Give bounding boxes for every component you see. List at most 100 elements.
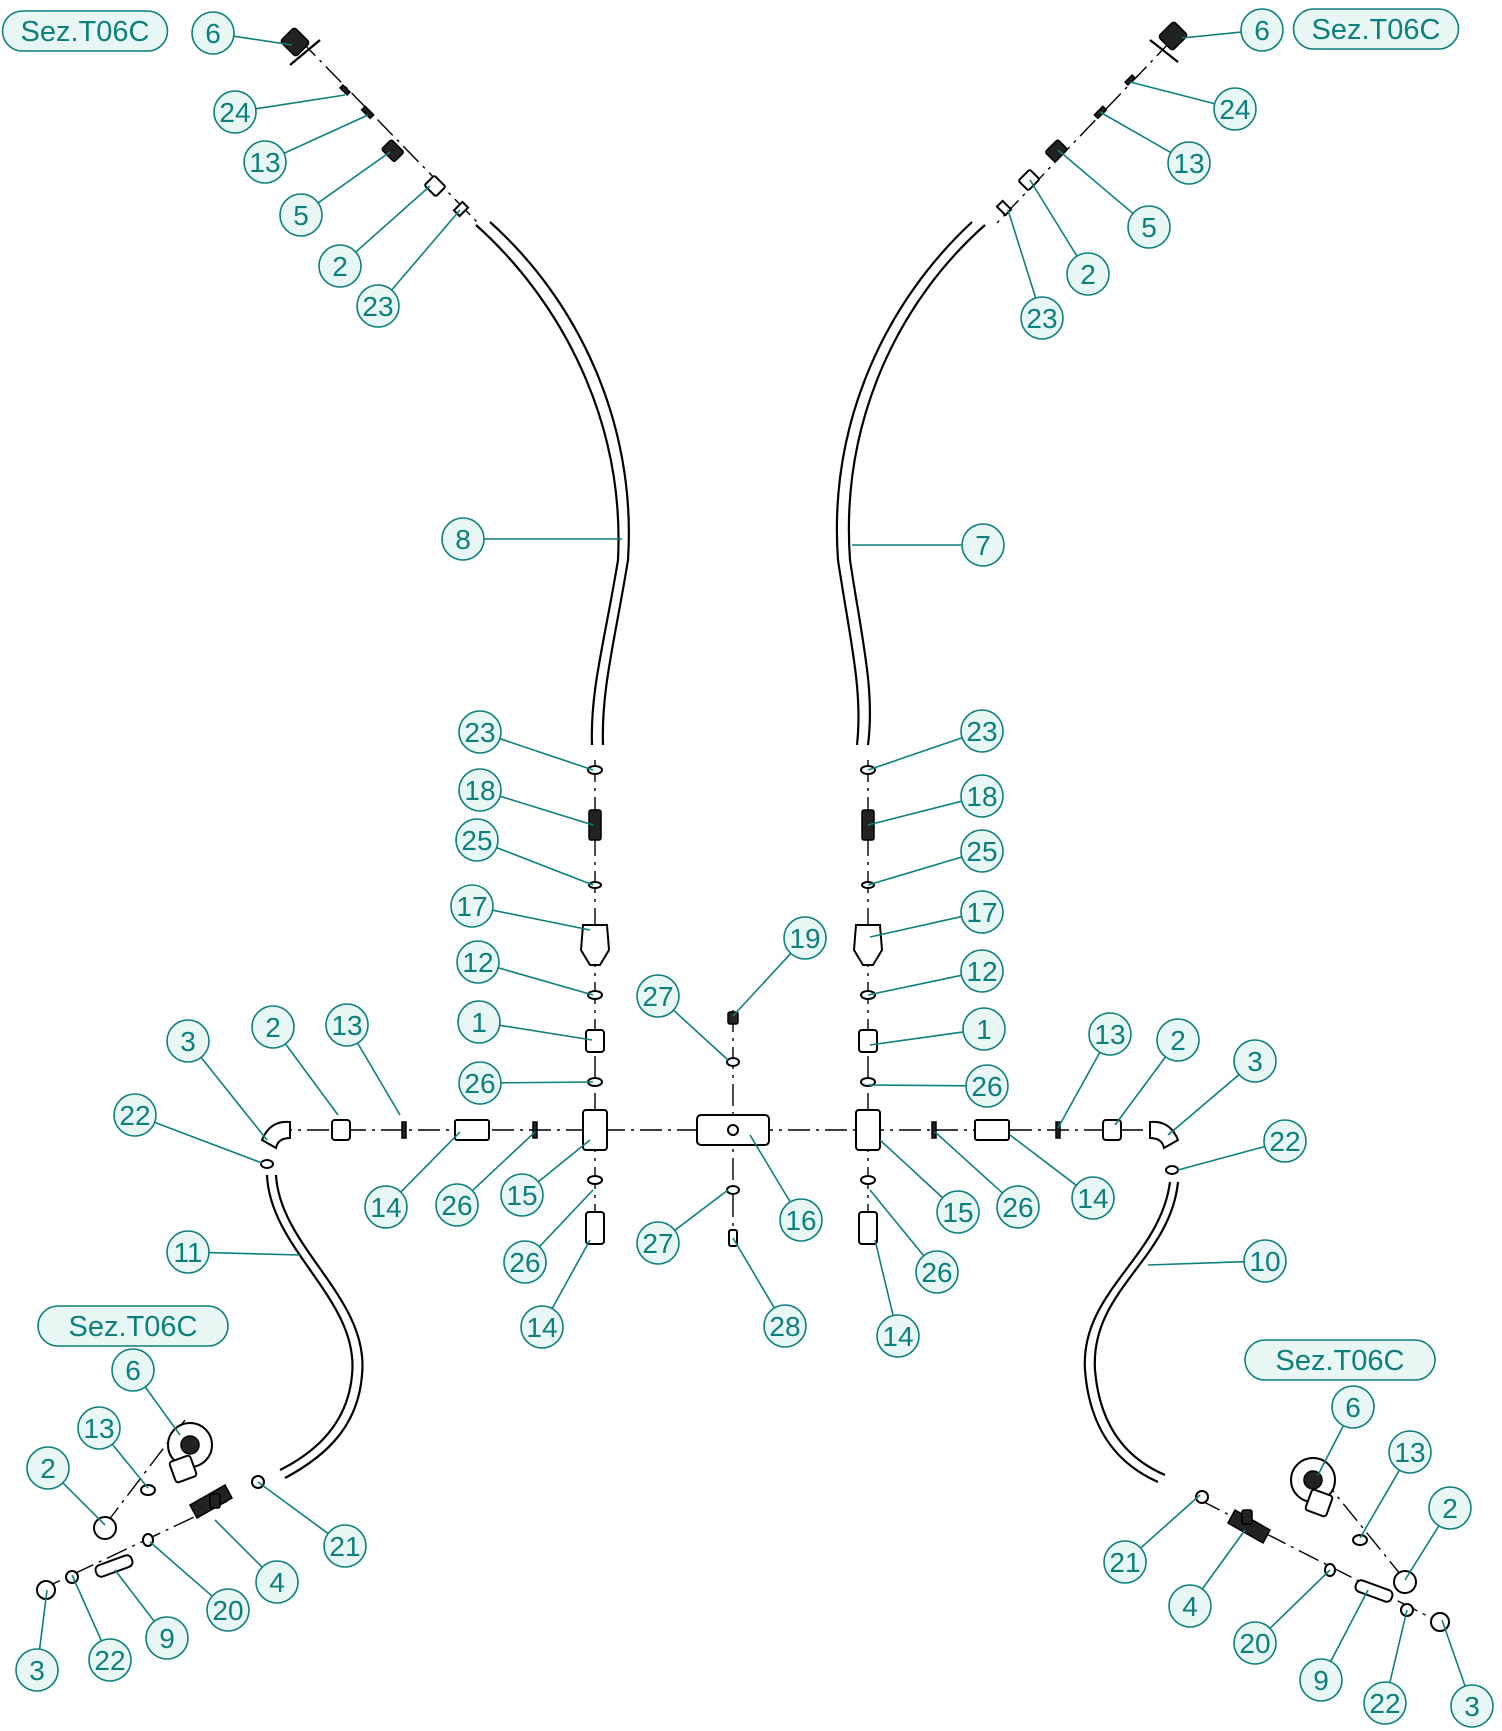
callout-c-15-l: 15 xyxy=(500,1139,591,1217)
callout-c-13-bl: 13 xyxy=(77,1406,149,1489)
leader-line xyxy=(255,94,346,110)
callout-c-26-r2: 26 xyxy=(869,1189,959,1294)
callout-c-18-ml: 18 xyxy=(458,768,594,826)
callout-number: 12 xyxy=(966,956,997,987)
callout-bubble xyxy=(1156,1018,1200,1062)
callout-bubble xyxy=(1233,1039,1277,1083)
callout-c-12-mr: 12 xyxy=(867,949,1004,996)
callout-number: 14 xyxy=(882,1321,913,1352)
callout-number: 3 xyxy=(1464,1691,1480,1722)
callout-bubble xyxy=(243,140,287,184)
oring-25-left xyxy=(588,881,602,889)
callout-c-4-l: 4 xyxy=(214,1519,299,1604)
callout-bubble xyxy=(763,1304,807,1348)
callout-c-3-bl: 3 xyxy=(15,1589,59,1692)
section-pill xyxy=(37,1305,229,1347)
callout-number: 4 xyxy=(269,1567,285,1598)
callout-c-1-mr: 1 xyxy=(869,1007,1006,1051)
callout-bubble xyxy=(779,1198,823,1242)
callout-c-20-l: 20 xyxy=(149,1541,250,1632)
leader-line xyxy=(867,856,963,886)
callout-number: 23 xyxy=(966,716,997,747)
section-label-s-tl: Sez.T06C xyxy=(1,10,169,52)
leader-line xyxy=(391,209,461,291)
section-label-s-bl: Sez.T06C xyxy=(37,1305,229,1347)
nipple-14-right-h xyxy=(974,1119,1010,1141)
callout-bubble xyxy=(960,890,1004,934)
axis-bottom-left-2 xyxy=(104,1419,186,1526)
callout-c-20-r: 20 xyxy=(1233,1569,1331,1665)
leader-line xyxy=(749,1134,791,1203)
callout-bubble xyxy=(1243,1239,1287,1283)
callout-bubble xyxy=(965,1064,1009,1108)
leader-line xyxy=(537,1139,591,1183)
callout-number: 22 xyxy=(1369,1688,1400,1719)
leader-line xyxy=(674,1189,729,1231)
section-pill xyxy=(1244,1339,1436,1381)
callout-c-22-r: 22 xyxy=(1177,1119,1307,1171)
leader-line xyxy=(356,1042,401,1116)
callout-c-26-ml: 26 xyxy=(458,1061,594,1105)
callout-bubble xyxy=(1363,1681,1407,1725)
leader-line xyxy=(154,1121,263,1164)
leader-line xyxy=(874,1239,894,1316)
callout-number: 2 xyxy=(1442,1493,1458,1524)
washer-23-left xyxy=(587,765,603,775)
callout-c-15-r: 15 xyxy=(879,1139,980,1234)
callout-number: 22 xyxy=(94,1645,125,1676)
callout-bubble xyxy=(364,1185,408,1229)
callout-c-2-tr: 2 xyxy=(1029,179,1110,296)
leader-line xyxy=(497,967,594,996)
nipple-14-right xyxy=(858,1211,878,1245)
callout-bubble xyxy=(876,1314,920,1358)
leader-line xyxy=(114,1569,155,1622)
callout-c-5-tl: 5 xyxy=(279,151,391,237)
callout-number: 2 xyxy=(40,1453,56,1484)
leader-line xyxy=(1359,1469,1401,1539)
callout-number: 6 xyxy=(1254,15,1270,46)
callout-bubble xyxy=(962,1007,1006,1051)
callout-bubble xyxy=(77,1406,121,1450)
callout-bubble xyxy=(213,90,257,134)
leader-line xyxy=(355,185,431,253)
callout-number: 5 xyxy=(1141,212,1157,243)
leader-line xyxy=(672,1009,729,1061)
callout-bubble xyxy=(1240,8,1284,52)
callout-number: 17 xyxy=(966,897,997,928)
leader-line xyxy=(71,1574,103,1642)
callout-number: 26 xyxy=(921,1257,952,1288)
callout-bubble xyxy=(166,1019,210,1063)
leader-line xyxy=(1029,179,1078,257)
callout-number: 26 xyxy=(464,1068,495,1099)
callout-bubble xyxy=(636,974,680,1018)
callout-c-13-r: 13 xyxy=(1057,1012,1132,1129)
callout-bubble xyxy=(279,193,323,237)
callout-c-18-mr: 18 xyxy=(867,774,1004,826)
callout-number: 26 xyxy=(1002,1192,1033,1223)
callout-bubble xyxy=(960,829,1004,873)
leader-line xyxy=(492,909,591,931)
callout-c-3-r: 3 xyxy=(1167,1039,1277,1136)
callout-bubble xyxy=(325,1003,369,1047)
callout-c-23-tr: 23 xyxy=(1007,209,1064,340)
callout-number: 16 xyxy=(785,1205,816,1236)
callout-bubble xyxy=(1213,87,1257,131)
callout-bubble xyxy=(111,1348,155,1392)
leader-line xyxy=(283,114,369,155)
callout-c-14-r2: 14 xyxy=(874,1239,920,1358)
callout-c-26-l1: 26 xyxy=(435,1131,536,1227)
callout-bubble xyxy=(1168,1584,1212,1628)
leader-line xyxy=(1404,1525,1440,1581)
callout-number: 27 xyxy=(642,1228,673,1259)
hose-8-inner xyxy=(489,221,630,746)
callout-c-21-r: 21 xyxy=(1103,1494,1201,1584)
callout-number: 24 xyxy=(1219,94,1250,125)
leader-line xyxy=(1007,209,1037,299)
callout-bubble xyxy=(503,1240,547,1284)
callout-bubble xyxy=(145,1616,189,1660)
nut-2-right xyxy=(1102,1119,1122,1141)
callout-number: 24 xyxy=(219,97,250,128)
callout-c-26-r1: 26 xyxy=(934,1131,1040,1229)
callout-c-13-l: 13 xyxy=(325,1003,401,1116)
washer-12-left xyxy=(587,990,603,1000)
